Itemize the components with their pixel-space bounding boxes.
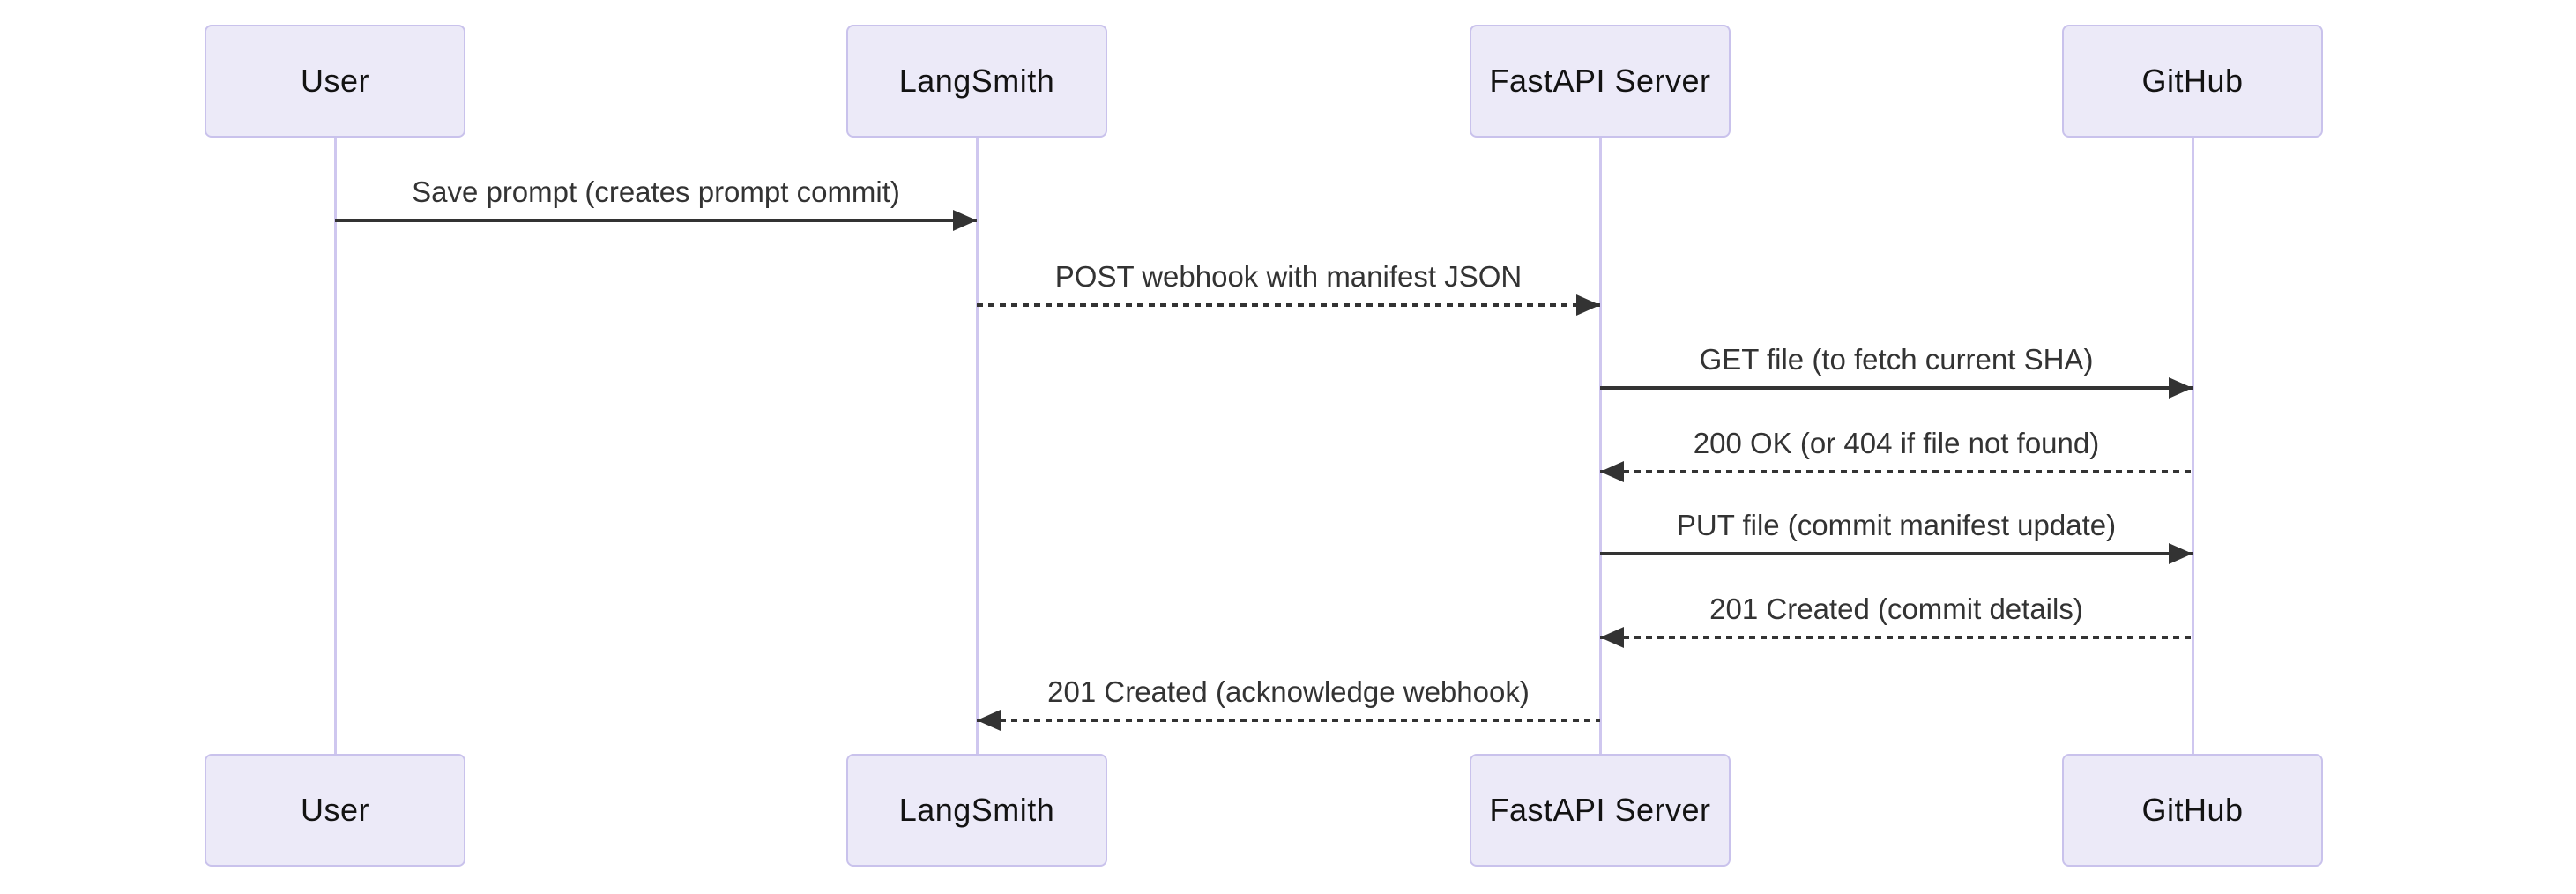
arrowhead-icon (2169, 543, 2193, 564)
actor-top-fastapi: FastAPI Server (1470, 25, 1731, 138)
message-line-4 (1600, 470, 2193, 473)
message-line-6 (1600, 636, 2193, 639)
lifeline-user (333, 136, 337, 756)
actor-bottom-github: GitHub (2062, 754, 2323, 867)
actor-label-fastapi: FastAPI Server (1489, 63, 1711, 99)
arrowhead-icon (1600, 461, 1624, 482)
message-line-1 (335, 219, 977, 222)
message-label-5: PUT file (commit manifest update) (1676, 508, 2117, 541)
actor-top-github: GitHub (2062, 25, 2323, 138)
actor-label-langsmith: LangSmith (898, 63, 1055, 99)
message-line-2 (977, 303, 1600, 307)
arrowhead-icon (1600, 627, 1624, 648)
arrowhead-icon (977, 710, 1001, 731)
message-label-1: Save prompt (creates prompt commit) (412, 175, 900, 208)
actor-bottom-user: User (205, 754, 465, 867)
actor-label-user: User (300, 63, 369, 99)
actor-label-github: GitHub (2141, 63, 2244, 99)
arrowhead-icon (1576, 294, 1600, 316)
message-line-3 (1600, 386, 2193, 390)
message-label-3: GET file (to fetch current SHA) (1699, 342, 2094, 376)
actor-label-github: GitHub (2141, 792, 2244, 828)
message-label-6: 201 Created (commit details) (1709, 592, 2083, 625)
message-label-2: POST webhook with manifest JSON (1054, 259, 1523, 293)
lifeline-fastapi (1598, 136, 1602, 756)
arrowhead-icon (953, 210, 977, 231)
lifeline-langsmith (975, 136, 979, 756)
actor-top-langsmith: LangSmith (846, 25, 1107, 138)
arrowhead-icon (2169, 377, 2193, 399)
actor-bottom-fastapi: FastAPI Server (1470, 754, 1731, 867)
lifeline-github (2191, 136, 2194, 756)
actor-bottom-langsmith: LangSmith (846, 754, 1107, 867)
actor-top-user: User (205, 25, 465, 138)
actor-label-langsmith: LangSmith (898, 792, 1055, 828)
message-line-5 (1600, 552, 2193, 555)
message-line-7 (977, 719, 1600, 722)
message-label-7: 201 Created (acknowledge webhook) (1047, 674, 1530, 708)
message-label-4: 200 OK (or 404 if file not found) (1693, 426, 2100, 459)
actor-label-user: User (300, 792, 369, 828)
actor-label-fastapi: FastAPI Server (1489, 792, 1711, 828)
